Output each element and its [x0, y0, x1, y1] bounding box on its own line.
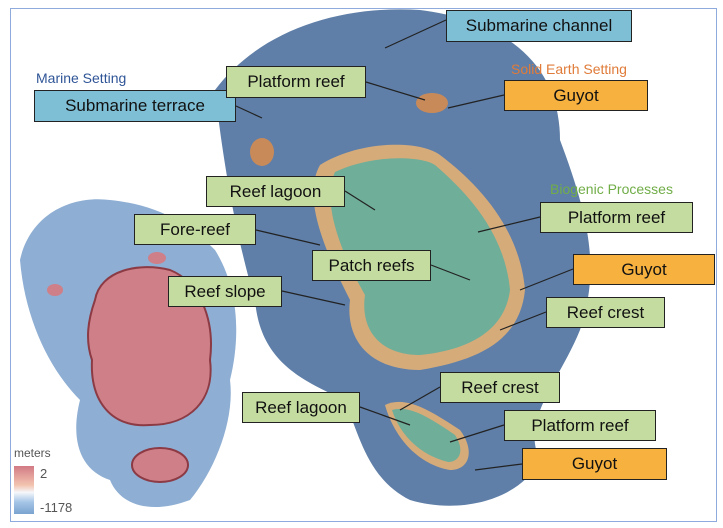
legend-max: 2 [40, 466, 48, 481]
label-fore-reef: Fore-reef [134, 214, 256, 245]
legend-title: meters [14, 446, 51, 460]
label-reef-lagoon: Reef lagoon [206, 176, 345, 207]
label-platform-reef: Platform reef [540, 202, 693, 233]
label-guyot: Guyot [504, 80, 648, 111]
label-reef-slope: Reef slope [168, 276, 282, 307]
label-platform-reef: Platform reef [226, 66, 366, 98]
legend-color-bar [14, 466, 34, 514]
label-reef-crest: Reef crest [440, 372, 560, 403]
frame [10, 8, 717, 522]
label-reef-lagoon: Reef lagoon [242, 392, 360, 423]
label-submarine-terrace: Submarine terrace [34, 90, 236, 122]
label-submarine-channel: Submarine channel [446, 10, 632, 42]
legend-min: -1178 [40, 500, 73, 515]
solid-earth-setting-caption: Solid Earth Setting [511, 61, 627, 77]
biogenic-processes-caption: Biogenic Processes [550, 181, 673, 197]
bathymetry-map [20, 199, 237, 508]
leader-lines [235, 19, 574, 471]
marine-setting-caption: Marine Setting [36, 70, 127, 86]
label-platform-reef: Platform reef [504, 410, 656, 441]
label-reef-crest: Reef crest [546, 297, 665, 328]
label-guyot: Guyot [522, 448, 667, 480]
label-guyot: Guyot [573, 254, 715, 285]
label-patch-reefs: Patch reefs [312, 250, 431, 281]
